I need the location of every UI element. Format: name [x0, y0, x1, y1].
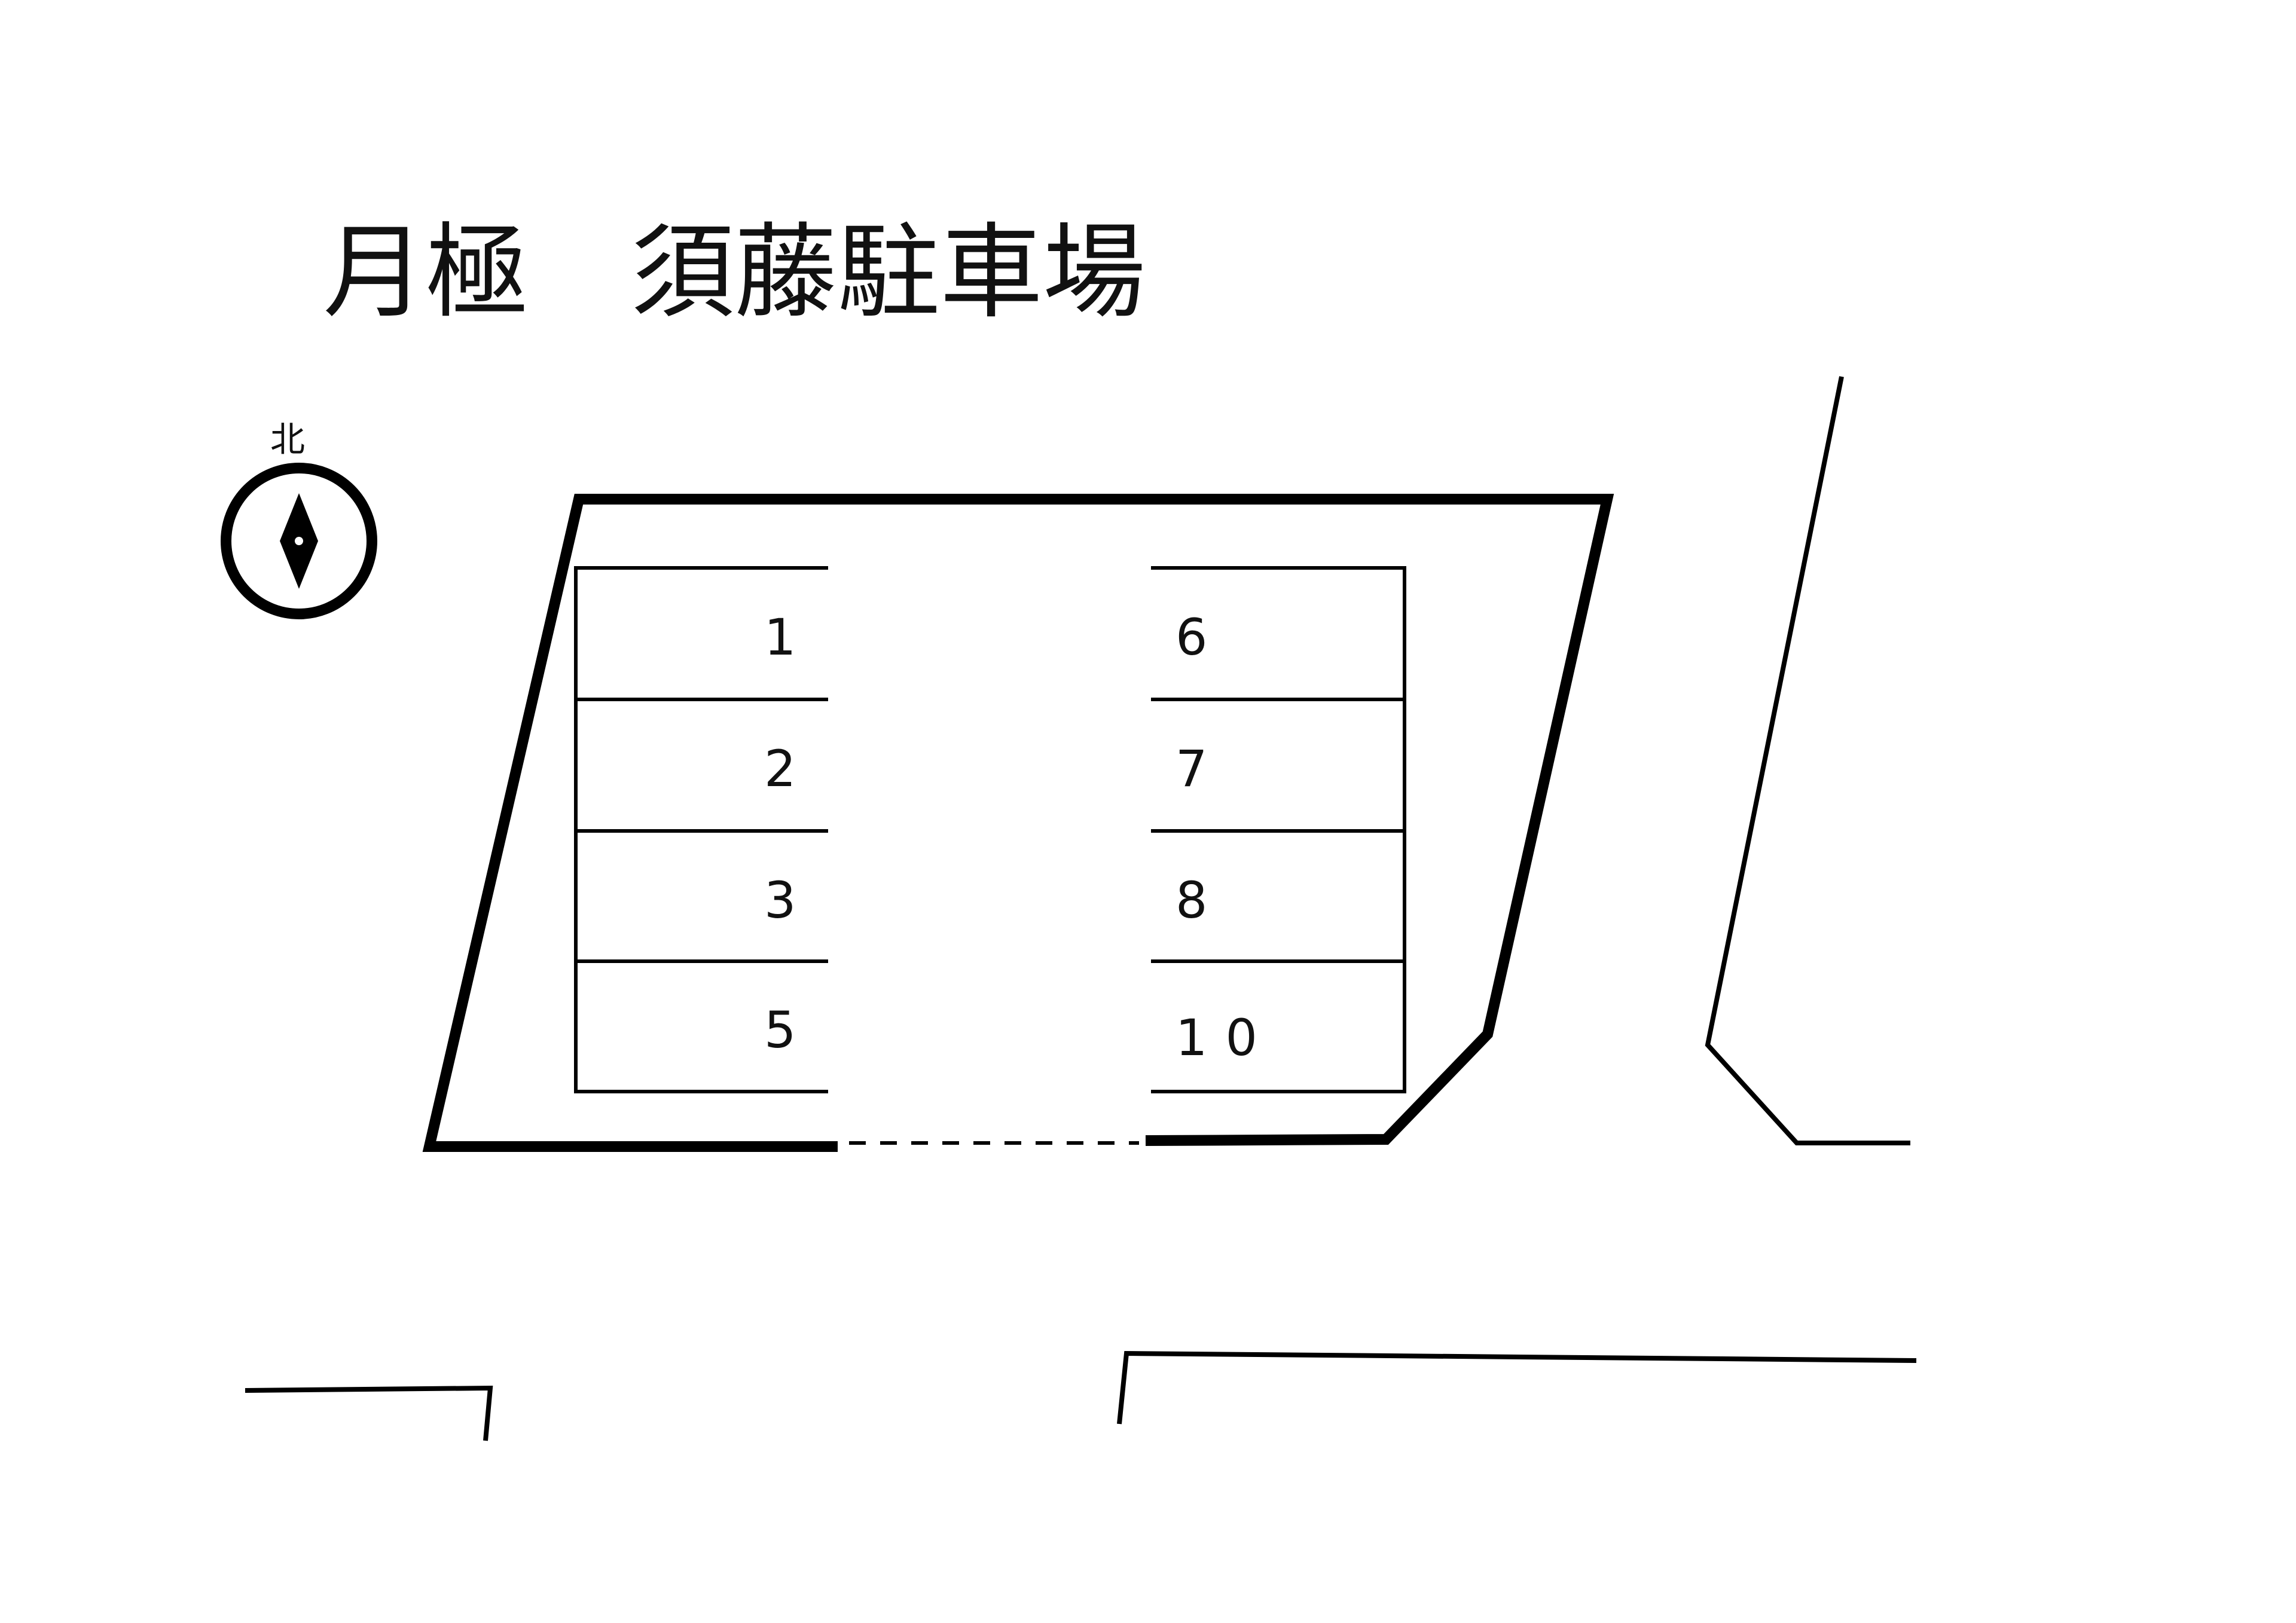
road-bottom-left: [245, 1385, 493, 1441]
left-slot-column: 1 2 3 5: [574, 566, 828, 1093]
slot-label: 10: [1176, 1008, 1275, 1067]
compass-ring: [221, 463, 377, 619]
slot-label: 8: [1176, 871, 1225, 930]
compass: 北: [221, 419, 377, 619]
compass-center: [295, 537, 303, 545]
lot-outline: [422, 494, 1614, 1152]
page-title: 月極 須藤駐車場: [323, 212, 1146, 332]
road-bottom-right: [1117, 1350, 1917, 1425]
slot-label: 3: [764, 871, 814, 930]
slot-label: 6: [1176, 608, 1225, 667]
slot-label: 2: [764, 739, 814, 798]
road-right: [1705, 376, 1910, 1145]
slot-label: 1: [764, 608, 814, 667]
north-label: 北: [270, 419, 305, 460]
road-lines: [245, 376, 1917, 1441]
slot-label: 7: [1176, 739, 1225, 798]
right-slot-column: 6 7 8 10: [1151, 566, 1406, 1093]
slot-label: 5: [764, 1001, 814, 1059]
